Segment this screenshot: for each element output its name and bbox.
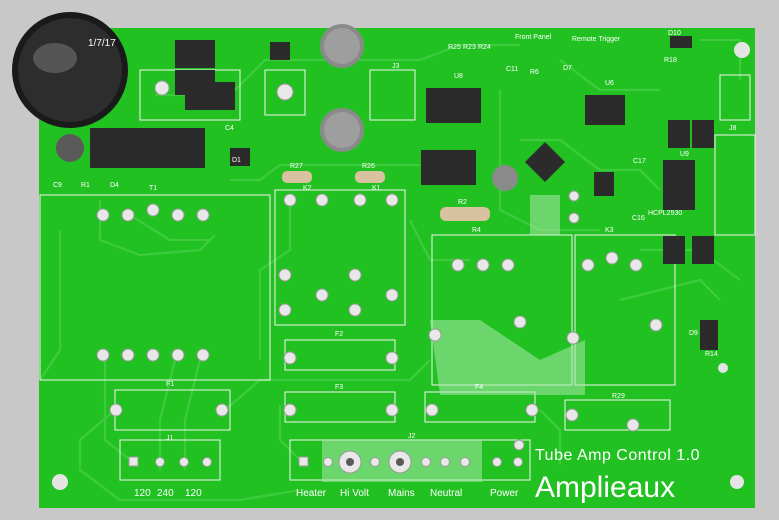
j2-connector xyxy=(298,450,523,474)
j1-label-3: 120 xyxy=(185,488,202,499)
designator-r29: R29 xyxy=(612,393,625,400)
designator-f1: F1 xyxy=(166,381,174,388)
hv-keepout-region xyxy=(430,320,585,395)
designator-r25: R25 xyxy=(448,44,461,51)
designator-d9: D9 xyxy=(689,330,698,337)
designator-c11: C11 xyxy=(506,66,518,73)
silkscreen-text: 1/7/17 Front Panel Remote Trigger R25 R2… xyxy=(53,30,737,504)
designator-r14: R14 xyxy=(705,351,718,358)
designator-d7: D7 xyxy=(563,65,572,72)
mounting-holes xyxy=(52,42,750,490)
j2-label-neutral: Neutral xyxy=(430,488,462,499)
board-date: 1/7/17 xyxy=(88,38,116,49)
designator-r27: R27 xyxy=(290,163,303,170)
large-capacitor xyxy=(12,12,128,128)
designator-k1: K1 xyxy=(372,185,381,192)
designator-f3: F3 xyxy=(335,384,343,391)
designator-r26: R26 xyxy=(362,163,375,170)
through-hole-pads xyxy=(96,80,663,451)
designator-r2: R2 xyxy=(458,199,467,206)
designator-c17: C17 xyxy=(633,158,646,165)
designator-r4: R4 xyxy=(472,227,481,234)
j2-label-power: Power xyxy=(490,488,519,499)
designator-d10: D10 xyxy=(668,30,681,37)
board-title: Tube Amp Control 1.0 xyxy=(535,447,700,464)
designator-r24: R24 xyxy=(478,44,491,51)
designator-r23: R23 xyxy=(463,44,476,51)
designator-j3: J3 xyxy=(392,63,400,70)
designator-r6: R6 xyxy=(530,69,539,76)
designator-u6: U6 xyxy=(605,80,614,87)
j2-label-heater: Heater xyxy=(296,488,327,499)
small-capacitors xyxy=(56,24,518,191)
designator-c16: C16 xyxy=(632,215,645,222)
ics-and-regulators xyxy=(90,36,718,350)
designator-r1: R1 xyxy=(81,182,90,189)
designator-k3: K3 xyxy=(605,227,614,234)
designator-c9: C9 xyxy=(53,182,62,189)
designator-f4: F4 xyxy=(475,384,483,391)
designator-j1: J1 xyxy=(166,435,174,442)
remote-trigger-label: Remote Trigger xyxy=(572,36,621,43)
j1-label-1: 120 xyxy=(134,488,151,499)
resistors xyxy=(282,171,490,221)
designator-f2: F2 xyxy=(335,331,343,338)
designator-c4: C4 xyxy=(225,125,234,132)
header-highlight xyxy=(530,195,560,235)
designator-u9: U9 xyxy=(680,151,689,158)
j2-label-mains: Mains xyxy=(388,488,415,499)
designator-d1: D1 xyxy=(232,157,241,164)
designator-r18: R18 xyxy=(664,57,677,64)
j2-label-hivolt: Hi Volt xyxy=(340,488,369,499)
pcb-substrate xyxy=(39,28,755,508)
designator-j8: J8 xyxy=(729,125,737,132)
designator-k2: K2 xyxy=(303,185,312,192)
designator-d4: D4 xyxy=(110,182,119,189)
front-panel-label: Front Panel xyxy=(515,34,552,41)
designator-t1: T1 xyxy=(149,185,157,192)
brand-name: Amplieaux xyxy=(535,471,675,504)
j1-connector xyxy=(128,456,212,467)
designator-u8: U8 xyxy=(454,73,463,80)
j1-label-2: 240 xyxy=(157,488,174,499)
designator-hcpl: HCPL2530 xyxy=(648,210,682,217)
designator-j2: J2 xyxy=(408,433,416,440)
